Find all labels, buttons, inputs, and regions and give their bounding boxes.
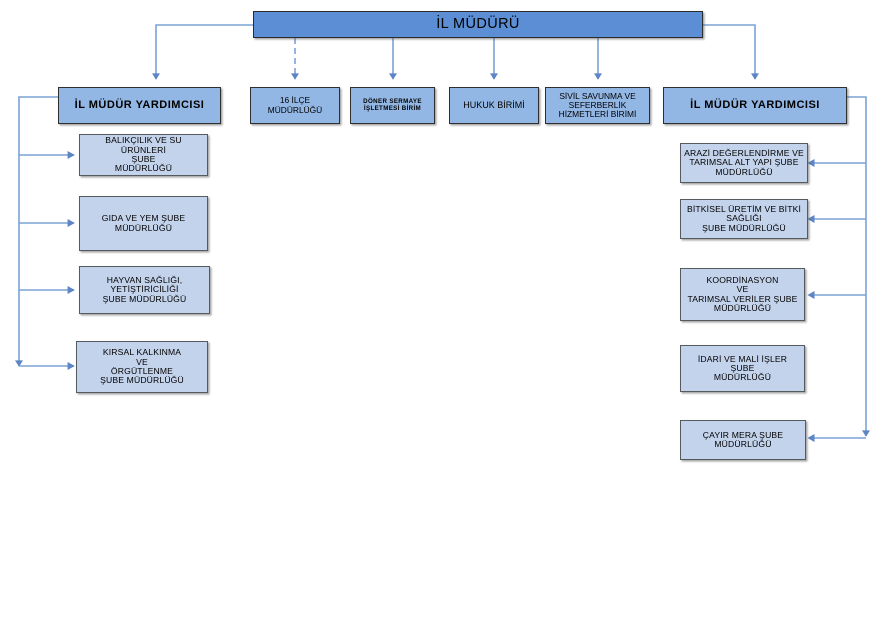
connector-left-bus [15,96,58,367]
node-bitkisel-uretim-bitki-sagligi[interactable]: BİTKİSEL ÜRETİM VE BİTKİ SAĞLIĞI ŞUBE MÜ… [680,199,808,239]
node-arazi-degerlendirme-tarimsal-altyapi[interactable]: ARAZİ DEĞERLENDİRME VE TARIMSAL ALT YAPI… [680,143,808,183]
node-hayvan-sagligi-yetistiriciligi[interactable]: HAYVAN SAĞLIĞI, YETİŞTİRİCİLİĞİ ŞUBE MÜD… [79,266,210,314]
node-sivil-savunma-seferberlik[interactable]: SİVİL SAVUNMA VE SEFERBERLİK HİZMETLERİ … [545,87,650,124]
node-il-muduru[interactable]: İL MÜDÜRÜ [253,11,703,38]
node-koordinasyon-tarimsal-veriler[interactable]: KOORDİNASYON VE TARIMSAL VERİLER ŞUBE MÜ… [680,268,805,321]
node-gida-ve-yem[interactable]: GIDA VE YEM ŞUBE MÜDÜRLÜĞÜ [79,196,208,251]
node-balikcilik-su-urunleri[interactable]: BALIKÇILIK VE SU ÜRÜNLERİ ŞUBE MÜDÜRLÜĞÜ [79,134,208,176]
node-kirsal-kalkinma-orgutlenme[interactable]: KIRSAL KALKINMA VE ÖRGÜTLENME ŞUBE MÜDÜR… [76,341,208,393]
node-cayir-mera[interactable]: ÇAYIR MERA ŞUBE MÜDÜRLÜĞÜ [680,420,806,460]
node-doner-sermaye-isletmesi-birim[interactable]: DÖNER SERMAYE İŞLETMESİ BİRİM [350,87,435,124]
node-il-mudur-yardimcisi-left[interactable]: İL MÜDÜR YARDIMCISI [58,87,221,124]
connector-right-bus [847,96,870,437]
node-16-ilce-mudurlugu[interactable]: 16 İLÇE MÜDÜRLÜĞÜ [250,87,340,124]
connector-root-to-deputy-left [152,24,253,80]
node-il-mudur-yardimcisi-right[interactable]: İL MÜDÜR YARDIMCISI [663,87,847,124]
node-idari-mali-isler[interactable]: İDARİ VE MALİ İŞLER ŞUBE MÜDÜRLÜĞÜ [680,345,805,392]
node-hukuk-birimi[interactable]: HUKUK BİRİMİ [449,87,539,124]
connector-root-to-deputy-right [703,24,759,80]
